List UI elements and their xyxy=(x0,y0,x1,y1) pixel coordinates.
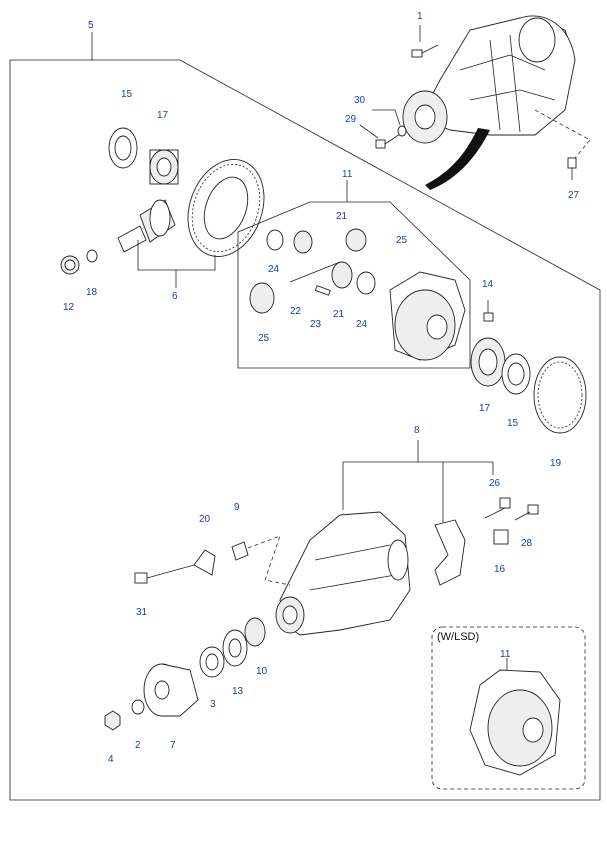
part-label: 3 xyxy=(210,699,216,710)
part-label: 27 xyxy=(568,190,580,201)
part-label: 8 xyxy=(414,425,420,436)
bearing-cap-16 xyxy=(434,519,509,586)
leader-6 xyxy=(137,240,216,288)
companion-flange-7 xyxy=(143,663,199,717)
bolt-1 xyxy=(411,25,439,58)
part-label: 23 xyxy=(310,319,322,330)
part-label: 31 xyxy=(136,607,148,618)
part-label: 9 xyxy=(234,502,240,513)
bolt-26 xyxy=(484,497,511,519)
oil-seal-12 xyxy=(60,255,80,275)
part-label: 11 xyxy=(342,169,353,180)
lsd-box-title: (W/LSD) xyxy=(437,631,479,643)
part-label: 24 xyxy=(356,319,368,330)
bearing-17-top xyxy=(149,149,179,185)
part-label: 14 xyxy=(482,279,494,290)
lsd-box: (W/LSD) xyxy=(431,626,586,790)
bolt-28 xyxy=(514,504,539,521)
part-label: 19 xyxy=(550,458,562,469)
ring-gear xyxy=(187,158,265,258)
differential-subassembly-box xyxy=(237,180,471,369)
part-label: 20 xyxy=(199,514,211,525)
tone-ring-19 xyxy=(533,356,587,434)
part-label: 28 xyxy=(521,538,533,549)
bearing-15-right xyxy=(501,353,531,395)
bolt-27 xyxy=(534,109,591,180)
part-label: 22 xyxy=(290,306,302,317)
part-label: 4 xyxy=(108,754,114,765)
part-label: 17 xyxy=(157,110,169,121)
pinion-gears-side-gears xyxy=(249,228,376,314)
part-label: 12 xyxy=(63,302,75,313)
part-number-labels: 1 5 30 29 27 15 17 11 21 25 24 12 18 6 2… xyxy=(63,11,580,765)
bearing-17-right xyxy=(470,337,506,387)
drive-pinion xyxy=(117,199,176,253)
diff-case xyxy=(389,271,466,361)
part-label: 6 xyxy=(172,291,178,302)
assembly-outline xyxy=(9,32,601,801)
part-label: 2 xyxy=(135,740,141,751)
leader-8 xyxy=(342,440,494,530)
part-label: 16 xyxy=(494,564,506,575)
bolt-29-washer-30 xyxy=(359,109,407,149)
part-label: 11 xyxy=(500,649,511,660)
part-label: 17 xyxy=(479,403,491,414)
part-label: 13 xyxy=(232,686,244,697)
part-label: 25 xyxy=(396,235,408,246)
spacer-18 xyxy=(86,249,98,263)
carrier-case-lower xyxy=(275,511,411,636)
part-label: 25 xyxy=(258,333,270,344)
part-label: 30 xyxy=(354,95,366,106)
part-label: 29 xyxy=(345,114,357,125)
part-label: 18 xyxy=(86,287,98,298)
carrier-housing-top xyxy=(402,15,576,190)
pinion-bearing-group xyxy=(199,617,266,678)
part-label: 24 xyxy=(268,264,280,275)
part-label: 15 xyxy=(507,418,519,429)
part-label: 5 xyxy=(88,20,94,31)
part-label: 10 xyxy=(256,666,268,677)
part-label: 7 xyxy=(170,740,176,751)
part-label: 21 xyxy=(333,309,345,320)
part-label: 1 xyxy=(417,11,423,22)
vent-bracket-parts xyxy=(134,535,291,586)
washer-2-nut-4 xyxy=(104,699,145,731)
part-label: 15 xyxy=(121,89,133,100)
part-label: 21 xyxy=(336,211,348,222)
bearing-15-top xyxy=(108,127,138,169)
bolt-14 xyxy=(483,300,494,322)
part-label: 26 xyxy=(489,478,501,489)
